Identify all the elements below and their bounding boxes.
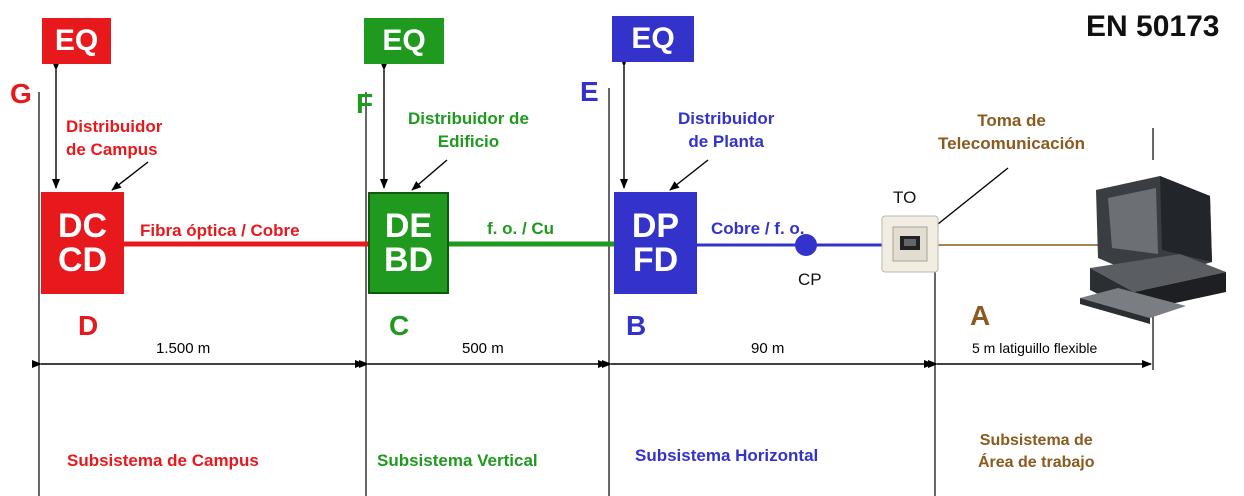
floor-distributor-name-2: de Planta	[688, 131, 764, 151]
equipment-label: EQ	[54, 24, 99, 57]
interface-f: F	[356, 88, 374, 119]
building-distributor-code-en: BD	[383, 241, 434, 279]
subsystem-campus: Subsistema de Campus	[67, 451, 259, 470]
equipment-box-campus: EQ	[42, 18, 111, 64]
campus-distributor-name-1: Distribuidor	[66, 117, 163, 136]
distance-vertical: 500 m	[462, 340, 504, 357]
interface-a: A	[970, 300, 991, 331]
subsystem-work-area-1: Subsistema de	[979, 432, 1093, 449]
floor-distributor-label: Distribuidor de Planta	[678, 108, 774, 154]
interface-b: B	[626, 310, 647, 341]
building-distributor-name-1: Distribuidor de	[408, 109, 529, 128]
floor-distributor-box: DP FD	[614, 192, 697, 294]
outlet-label: Toma de Telecomunicación	[938, 110, 1085, 156]
equipment-label: EQ	[631, 22, 675, 55]
interface-g: G	[10, 78, 32, 109]
campus-distributor-label: Distribuidor de Campus	[66, 116, 162, 162]
pointer-campus	[111, 161, 149, 191]
building-distributor-code-es: DE	[384, 207, 433, 245]
consolidation-point-label: CP	[798, 270, 822, 289]
outlet-icon	[881, 215, 939, 273]
cable-label-vertical: f. o. / Cu	[487, 219, 555, 238]
campus-distributor-code-es: DC	[57, 207, 108, 245]
pointer-building	[411, 159, 448, 191]
computer-icon	[1080, 176, 1226, 324]
interface-d: D	[78, 310, 99, 341]
campus-distributor-box: DC CD	[41, 192, 124, 294]
standard-title: EN 50173	[1086, 10, 1220, 43]
consolidation-point	[795, 234, 817, 256]
building-distributor-name-2: Edificio	[437, 131, 500, 151]
campus-distributor-name-2: de Campus	[66, 139, 158, 159]
cable-label-campus: Fibra óptica / Cobre	[140, 221, 300, 240]
subsystem-work-area-2: Área de trabajo	[978, 453, 1095, 471]
subsystem-work-area: Subsistema de Área de trabajo	[978, 430, 1094, 473]
outlet-name-2: Telecomunicación	[938, 133, 1086, 153]
pointer-floor	[669, 159, 709, 191]
campus-distributor-code-en: CD	[57, 241, 108, 279]
equipment-box-building: EQ	[364, 18, 444, 64]
cable-label-horizontal: Cobre / f. o.	[711, 219, 805, 238]
distance-horizontal: 90 m	[751, 340, 785, 357]
equipment-label: EQ	[382, 24, 426, 57]
floor-distributor-name-1: Distribuidor	[678, 109, 775, 128]
distance-campus: 1.500 m	[156, 340, 211, 357]
floor-distributor-code-en: FD	[632, 241, 679, 279]
building-distributor-box: DE BD	[368, 192, 449, 294]
subsystem-vertical: Subsistema Vertical	[377, 451, 538, 470]
outlet-code: TO	[893, 188, 917, 207]
building-distributor-label: Distribuidor de Edificio	[408, 108, 529, 154]
interface-e: E	[580, 76, 599, 107]
subsystem-horizontal: Subsistema Horizontal	[635, 446, 819, 465]
equipment-box-floor: EQ	[612, 16, 694, 62]
distance-work-area: 5 m latiguillo flexible	[972, 340, 1098, 356]
interface-c: C	[389, 310, 410, 341]
floor-distributor-code-es: DP	[631, 207, 680, 245]
outlet-name-1: Toma de	[977, 111, 1046, 130]
